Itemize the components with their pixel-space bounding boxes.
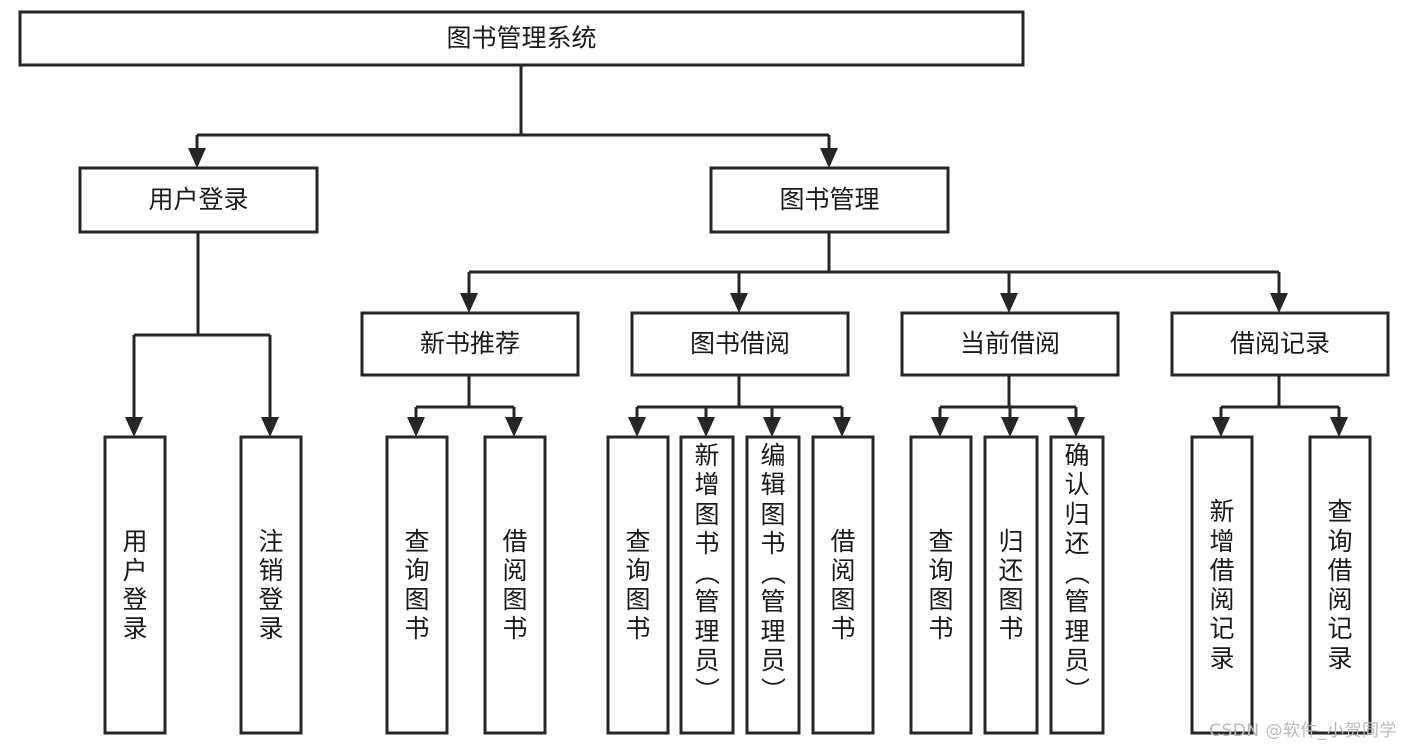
leaf-leaf-borrow-book-2-box[interactable] bbox=[811, 435, 875, 735]
node-user-login-label: 用户登录 bbox=[148, 185, 248, 214]
manage-arrow-0 bbox=[460, 293, 478, 313]
bus-new-book-recommend-arrow-0 bbox=[407, 417, 425, 437]
leaf-leaf-query-book-1-box[interactable] bbox=[385, 435, 449, 735]
leaf-leaf-logout-box[interactable] bbox=[239, 435, 303, 735]
node-book-manage-label: 图书管理 bbox=[779, 185, 879, 214]
bus-current-borrow-arrow-1 bbox=[1001, 417, 1019, 437]
bus-book-borrow-arrow-0 bbox=[628, 417, 646, 437]
login-arrow-1 bbox=[261, 417, 279, 437]
root-node-label: 图书管理系统 bbox=[446, 24, 596, 53]
node-current-borrow-label: 当前借阅 bbox=[960, 329, 1060, 358]
leaf-leaf-add-book-box[interactable] bbox=[679, 435, 735, 735]
bus-new-book-recommend-arrow-1 bbox=[505, 417, 523, 437]
bus-book-borrow-arrow-1 bbox=[697, 417, 715, 437]
node-current-borrow-box[interactable] bbox=[900, 311, 1120, 377]
leaf-leaf-confirm-return-box[interactable] bbox=[1049, 435, 1105, 735]
root-node-box[interactable] bbox=[18, 10, 1025, 67]
bus-current-borrow-arrow-2 bbox=[1067, 417, 1085, 437]
leaf-leaf-return-book-box[interactable] bbox=[983, 435, 1039, 735]
leaf-leaf-edit-book-box[interactable] bbox=[745, 435, 801, 735]
leaf-leaf-query-book-2-box[interactable] bbox=[606, 435, 670, 735]
connector-layer bbox=[125, 65, 1348, 437]
node-new-book-recommend-box[interactable] bbox=[360, 311, 580, 377]
root-arrow-0 bbox=[188, 148, 206, 168]
leaf-leaf-query-book-3-box[interactable] bbox=[909, 435, 973, 735]
root-arrow-1 bbox=[820, 148, 838, 168]
node-borrow-record-label: 借阅记录 bbox=[1230, 329, 1330, 358]
bus-current-borrow-arrow-0 bbox=[931, 417, 949, 437]
bus-borrow-record-arrow-0 bbox=[1212, 417, 1230, 437]
node-book-manage-box[interactable] bbox=[709, 166, 950, 234]
node-new-book-recommend-label: 新书推荐 bbox=[420, 329, 520, 358]
node-book-borrow-label: 图书借阅 bbox=[690, 329, 790, 358]
leaf-leaf-query-borrow-record-box[interactable] bbox=[1308, 435, 1372, 735]
node-user-login-box[interactable] bbox=[78, 166, 319, 234]
bus-book-borrow-arrow-2 bbox=[763, 417, 781, 437]
node-borrow-record-box[interactable] bbox=[1170, 311, 1390, 377]
manage-arrow-2 bbox=[1000, 293, 1018, 313]
node-book-borrow-box[interactable] bbox=[630, 311, 850, 377]
bus-book-borrow-arrow-3 bbox=[833, 417, 851, 437]
node-layer bbox=[18, 10, 1390, 735]
manage-arrow-3 bbox=[1270, 293, 1288, 313]
bus-borrow-record-arrow-1 bbox=[1330, 417, 1348, 437]
login-arrow-0 bbox=[125, 417, 143, 437]
leaf-leaf-user-login-box[interactable] bbox=[103, 435, 167, 735]
manage-arrow-1 bbox=[730, 293, 748, 313]
leaf-leaf-add-borrow-record-box[interactable] bbox=[1190, 435, 1254, 735]
leaf-leaf-borrow-book-1-box[interactable] bbox=[483, 435, 547, 735]
